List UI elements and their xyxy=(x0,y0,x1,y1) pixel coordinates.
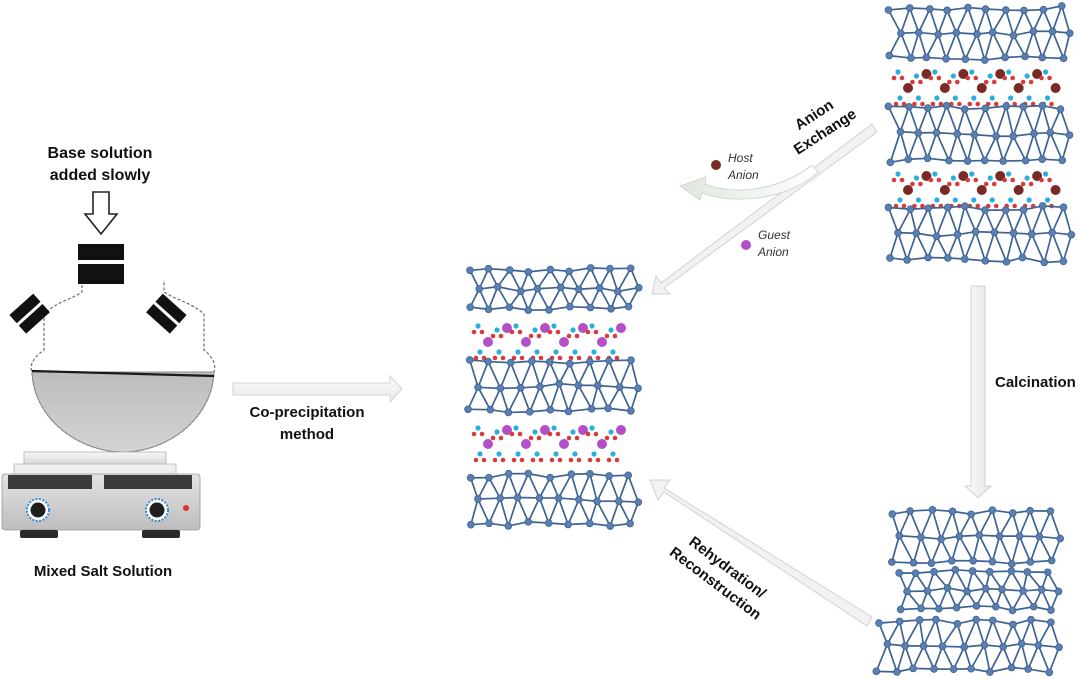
lattice-layer xyxy=(884,2,1074,64)
interlayer-host-anions xyxy=(891,69,1061,107)
lattice-layer xyxy=(884,202,1076,267)
co-precipitation-label: Co-precipitation method xyxy=(249,404,365,443)
lattice-layer xyxy=(872,615,1063,677)
guest-anion-label: Guest Anion xyxy=(758,228,791,259)
host-anion-release-arrow xyxy=(679,164,819,201)
lattice-layer xyxy=(464,356,642,417)
anion-exchange-arrow xyxy=(651,123,878,295)
down-arrow-icon xyxy=(83,191,119,236)
guest-anion-ion xyxy=(741,240,751,250)
round-bottom-flask-icon xyxy=(9,244,216,453)
host-anion-label: Host Anion xyxy=(728,151,759,182)
calcination-arrow xyxy=(963,285,993,499)
interlayer-host-anions xyxy=(891,171,1061,209)
rehydration-arrow xyxy=(649,479,873,627)
base-solution-label: Base solution added slowly xyxy=(47,145,153,184)
hot-plate-stirrer-icon xyxy=(1,451,201,538)
interlayer-guest-anions xyxy=(471,425,626,463)
lattice-layer xyxy=(895,566,1063,615)
lattice-layer xyxy=(466,264,643,314)
lattice-layer xyxy=(466,469,643,530)
host-anion-ion xyxy=(711,160,721,170)
co-precipitation-arrow xyxy=(232,374,403,404)
interlayer-guest-anions xyxy=(471,323,626,361)
mixed-salt-solution-label: Mixed Salt Solution xyxy=(33,563,173,580)
lattice-layer xyxy=(884,101,1074,167)
lattice-layer xyxy=(888,506,1065,568)
calcination-label: Calcination xyxy=(995,374,1076,391)
